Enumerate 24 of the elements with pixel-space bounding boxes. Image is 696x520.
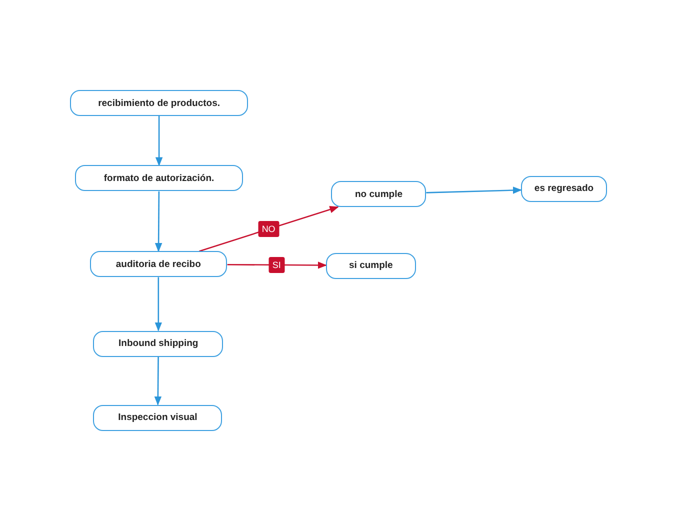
- edge-label: NO: [258, 221, 280, 238]
- process-box: [331, 181, 426, 207]
- process-box: [521, 176, 607, 202]
- node-text: formato de autorización.: [104, 172, 214, 184]
- node-text: auditoria de recibo: [116, 258, 201, 270]
- arrow: [155, 116, 163, 166]
- process-box: [93, 330, 224, 356]
- arrow: [154, 191, 162, 252]
- edge-label: SI: [268, 256, 285, 273]
- process-box: [70, 90, 248, 116]
- arrow: [154, 277, 162, 332]
- node-text: Inbound shipping: [118, 338, 198, 349]
- process-box: [93, 404, 222, 431]
- node-text: recibimiento de productos.: [98, 98, 220, 108]
- node-text: no cumple: [354, 188, 402, 200]
- arrow: [154, 356, 162, 406]
- node-text: es regresado: [534, 183, 594, 194]
- arrow: [426, 186, 522, 194]
- arrow: [199, 206, 339, 252]
- node-text: si cumple: [349, 260, 393, 271]
- process-box: [326, 252, 416, 278]
- node-text: Inspeccion visual: [118, 412, 198, 424]
- process-box: [75, 165, 243, 192]
- process-box: [90, 251, 228, 278]
